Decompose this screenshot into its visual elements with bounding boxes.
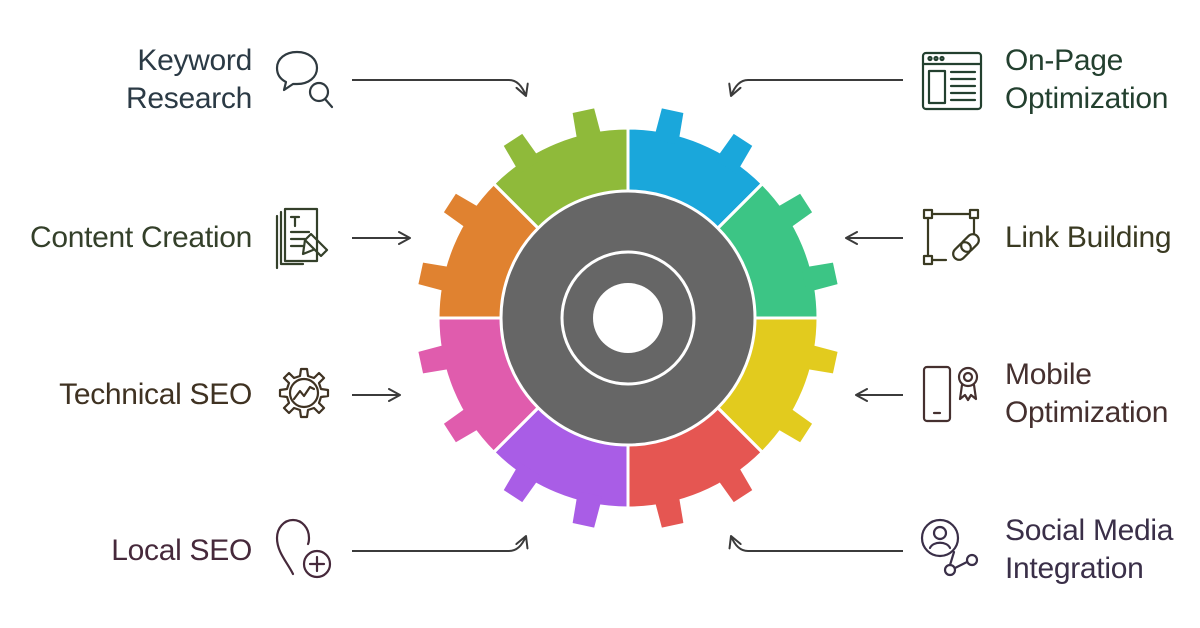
webpage-icon [921, 51, 983, 111]
gear-tooth-mobile-optimization-2 [653, 491, 684, 528]
mobile-optimization-line-1: Mobile [1005, 358, 1092, 391]
gear-tooth-local-seo-2 [418, 343, 455, 374]
location-add-icon [275, 518, 332, 579]
keyword-research-line-2: Research [126, 82, 252, 115]
social-media-integration-line-2: Integration [1005, 552, 1144, 585]
document-edit-icon [275, 207, 329, 270]
social-share-icon [920, 518, 979, 577]
gear-tooth-on-page-optimization-2 [801, 262, 838, 293]
gear-tooth-social-media-integration-1 [572, 491, 603, 528]
link-building-line-1: Link Building [1005, 221, 1172, 254]
arrow-keyword-research [352, 79, 529, 97]
label-social-media-integration: Social Media Integration [1005, 512, 1173, 588]
arrow-local-seo [352, 535, 529, 552]
gear-tooth-local-seo-1 [443, 405, 484, 443]
arrow-social-media-integration [728, 535, 903, 552]
gear-tooth-technical-seo-1 [418, 262, 455, 293]
gear-tooth-content-creation-1 [503, 133, 541, 174]
gear-tooth-content-creation-2 [572, 108, 603, 145]
gear-tooth-keyword-research-2 [715, 133, 753, 174]
arrows [352, 79, 903, 552]
on-page-optimization-line-2: Optimization [1005, 82, 1169, 115]
keyword-research-line-1: Keyword [137, 44, 252, 77]
label-content-creation: Content Creation [30, 219, 252, 257]
mobile-badge-icon [922, 365, 979, 423]
hub-inner-ring [560, 250, 696, 386]
hub-center-hole [593, 283, 663, 353]
social-media-integration-line-1: Social Media [1005, 514, 1174, 547]
gear-tooth-link-building-2 [772, 405, 813, 443]
label-local-seo: Local SEO [111, 532, 252, 570]
label-on-page-optimization: On-Page Optimization [1005, 42, 1168, 118]
gear-tooth-social-media-integration-2 [503, 462, 541, 503]
label-mobile-optimization: Mobile Optimization [1005, 356, 1168, 432]
label-keyword-research: Keyword Research [126, 42, 252, 118]
gear-tooth-link-building-1 [801, 343, 838, 374]
gear-tooth-keyword-research-1 [653, 108, 684, 145]
chat-search-icon [275, 50, 334, 109]
gear-hub [499, 189, 757, 447]
arrow-on-page-optimization [728, 79, 903, 97]
gear-tooth-technical-seo-2 [443, 193, 484, 231]
content-creation-line-1: Content Creation [29, 221, 252, 254]
link-nodes-icon [922, 208, 980, 266]
technical-seo-line-1: Technical SEO [59, 378, 252, 411]
gear-chart-icon [278, 367, 330, 419]
label-technical-seo: Technical SEO [59, 376, 252, 414]
gear-tooth-mobile-optimization-1 [715, 462, 753, 503]
on-page-optimization-line-1: On-Page [1005, 44, 1123, 77]
label-link-building: Link Building [1005, 219, 1172, 257]
local-seo-line-1: Local SEO [111, 534, 252, 567]
mobile-optimization-line-2: Optimization [1005, 396, 1169, 429]
gear-tooth-on-page-optimization-1 [772, 193, 813, 231]
